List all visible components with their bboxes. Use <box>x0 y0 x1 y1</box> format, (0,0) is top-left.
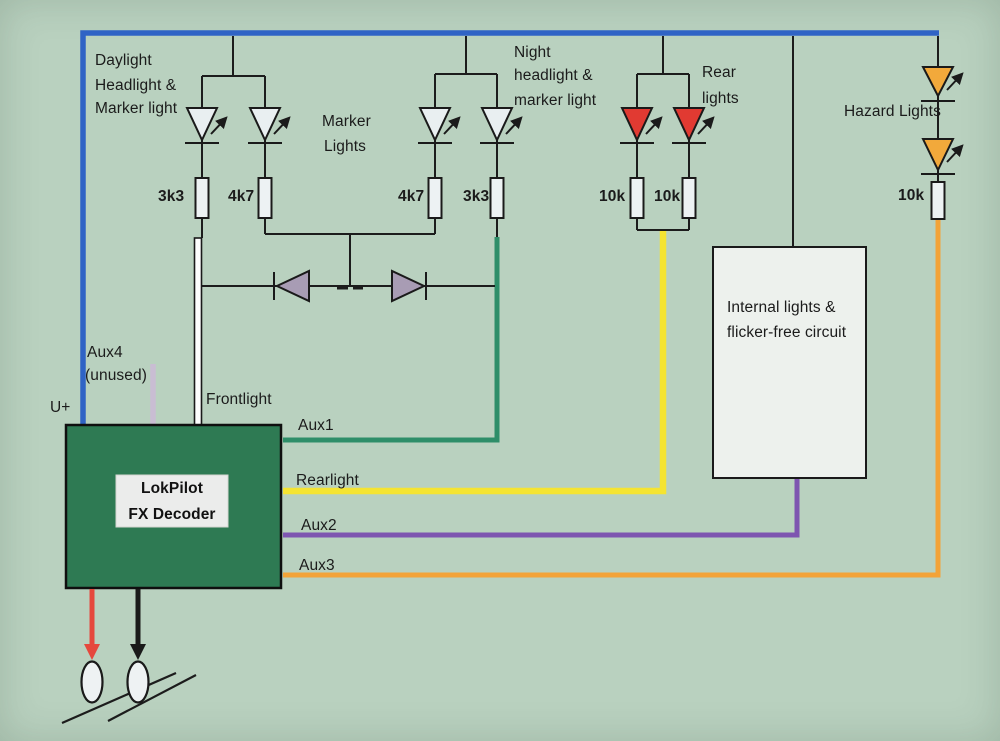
aux1-wire <box>283 237 500 443</box>
night-label-line-2: headlight & <box>514 67 593 84</box>
resistor-3k3-night <box>489 177 505 219</box>
rearlight-wire <box>283 231 667 495</box>
resistor-label-3k3-daylight: 3k3 <box>158 188 185 205</box>
u-plus-bus-wire <box>80 30 939 426</box>
resistor-label-10k-hazard: 10k <box>898 187 925 204</box>
wheel-pickup-left <box>80 660 104 704</box>
resistor-10k-rear-1 <box>629 177 645 219</box>
aux4-label: Aux4 <box>87 344 123 361</box>
u-plus-label: U+ <box>50 399 71 416</box>
decoder-label-line-2: FX Decoder <box>128 506 216 523</box>
frontlight-label: Frontlight <box>206 391 272 408</box>
wheel-pickup-right <box>126 660 150 704</box>
resistor-4k7-daylight <box>257 177 273 219</box>
track-rails <box>61 671 197 725</box>
night-led-1 <box>418 107 461 144</box>
internal-box-label-line-1: Internal lights & <box>727 299 836 316</box>
rearlight-label: Rearlight <box>296 472 359 489</box>
resistor-10k-rear-2 <box>681 177 697 219</box>
resistor-label-4k7-night: 4k7 <box>398 188 425 205</box>
decoder-label-line-1: LokPilot <box>141 480 203 497</box>
rear-label-line-2: lights <box>702 90 739 107</box>
aux1-label: Aux1 <box>298 417 334 434</box>
resistor-bodies <box>194 177 946 220</box>
resistor-label-10k-rear-1: 10k <box>599 188 626 205</box>
internal-lights-box <box>712 246 867 479</box>
night-label-line-3: marker light <box>514 92 597 109</box>
aux2-label: Aux2 <box>301 517 337 534</box>
rear-label-line-1: Rear <box>702 64 736 81</box>
daylight-led-2 <box>248 107 291 144</box>
resistor-4k7-night <box>427 177 443 219</box>
aux3-wire <box>283 220 941 578</box>
hazard-led-1 <box>921 66 964 102</box>
night-led-2 <box>480 107 523 144</box>
aux2-wire <box>283 479 800 538</box>
hazard-led-2 <box>921 138 964 175</box>
marker-diode-left <box>273 269 310 303</box>
aux3-label: Aux3 <box>299 557 335 574</box>
marker-diode-right <box>391 269 427 303</box>
resistor-10k-hazard <box>930 181 946 220</box>
rear-led-2 <box>672 107 715 144</box>
daylight-label-line-3: Marker light <box>95 100 178 117</box>
track-wire-red <box>84 589 100 660</box>
frontlight-wire <box>193 237 203 427</box>
track-wire-black <box>130 589 146 660</box>
daylight-label-line-1: Daylight <box>95 52 152 69</box>
marker-label-line-2: Lights <box>324 138 366 155</box>
marker-label-line-1: Marker <box>322 113 371 130</box>
resistor-3k3-daylight <box>194 177 210 219</box>
resistor-label-10k-rear-2: 10k <box>654 188 681 205</box>
internal-box-label-line-2: flicker-free circuit <box>727 324 847 341</box>
aux4-note-label: (unused) <box>85 367 147 384</box>
decoder-label-plate <box>115 474 229 528</box>
resistor-label-4k7-daylight: 4k7 <box>228 188 255 205</box>
hazard-label: Hazard Lights <box>844 103 941 120</box>
rear-led-1 <box>620 107 663 144</box>
daylight-label-line-2: Headlight & <box>95 77 177 94</box>
resistor-label-3k3-night: 3k3 <box>463 188 490 205</box>
daylight-led-1 <box>185 107 228 144</box>
night-label-line-1: Night <box>514 44 551 61</box>
